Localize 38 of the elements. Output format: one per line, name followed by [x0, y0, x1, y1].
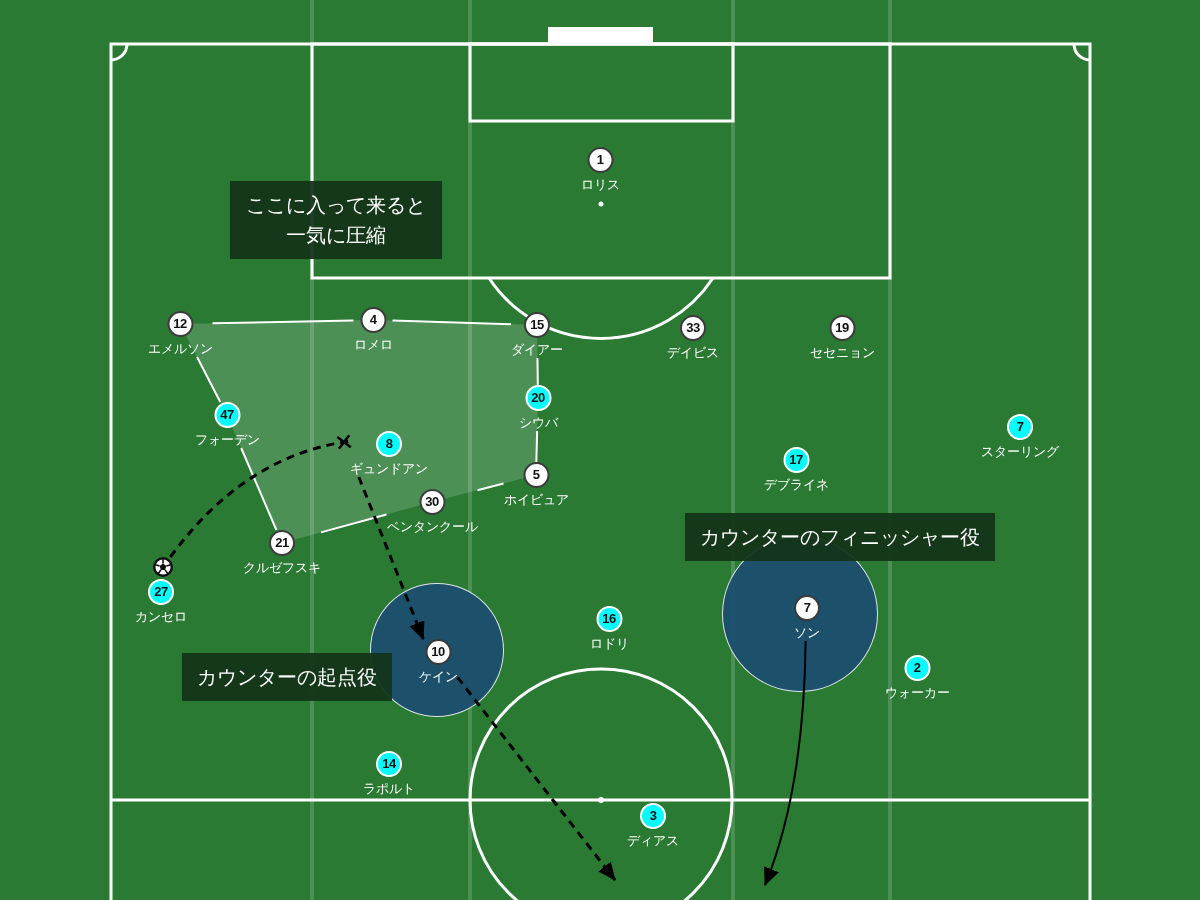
player-name: ロドリ [589, 636, 629, 652]
player-name: デブライネ [763, 477, 829, 493]
annotation-box: ここに入って来ると一気に圧縮 [230, 181, 442, 259]
player-name: ベンタンクール [386, 519, 478, 535]
player-name: クルゼフスキ [243, 560, 321, 576]
dashed-arrow [456, 676, 617, 881]
player-name: ソン [794, 625, 820, 641]
annotation-box: カウンターの起点役 [182, 653, 392, 701]
player-name: デイビス [667, 345, 719, 361]
dashed-arrow [357, 476, 425, 640]
player-name: フォーデン [194, 432, 260, 448]
player-name: エメルソン [147, 341, 213, 357]
connector-line [536, 358, 539, 385]
player-name: ギュンドアン [350, 461, 428, 477]
player-marker: 10 [425, 639, 451, 665]
player-name: ロリス [580, 177, 620, 193]
player-marker: 7 [794, 595, 820, 621]
connector-line [196, 356, 222, 403]
player-name: ダイアー [511, 342, 563, 358]
player-name: ロメロ [353, 337, 393, 353]
connector-line [535, 430, 539, 463]
arrow [763, 640, 807, 886]
connector-line [477, 482, 504, 492]
player-name: ウォーカー [884, 685, 950, 701]
connector-line [320, 513, 387, 534]
player-name: スターリング [981, 444, 1059, 460]
connector-line [212, 319, 354, 325]
connector-line [240, 447, 278, 531]
player-name: ホイビュア [503, 492, 569, 508]
player-name: シウバ [518, 415, 558, 431]
connector-line [392, 319, 512, 326]
dashed-cross-end-line [169, 434, 353, 558]
player-name: セセニョン [809, 345, 875, 361]
player-name: ラポルト [363, 781, 415, 797]
annotation-box: カウンターのフィニッシャー役 [685, 513, 995, 561]
player-name: カンセロ [135, 609, 187, 625]
player-name: ディアス [627, 833, 679, 849]
player-name: ケイン [418, 669, 458, 685]
